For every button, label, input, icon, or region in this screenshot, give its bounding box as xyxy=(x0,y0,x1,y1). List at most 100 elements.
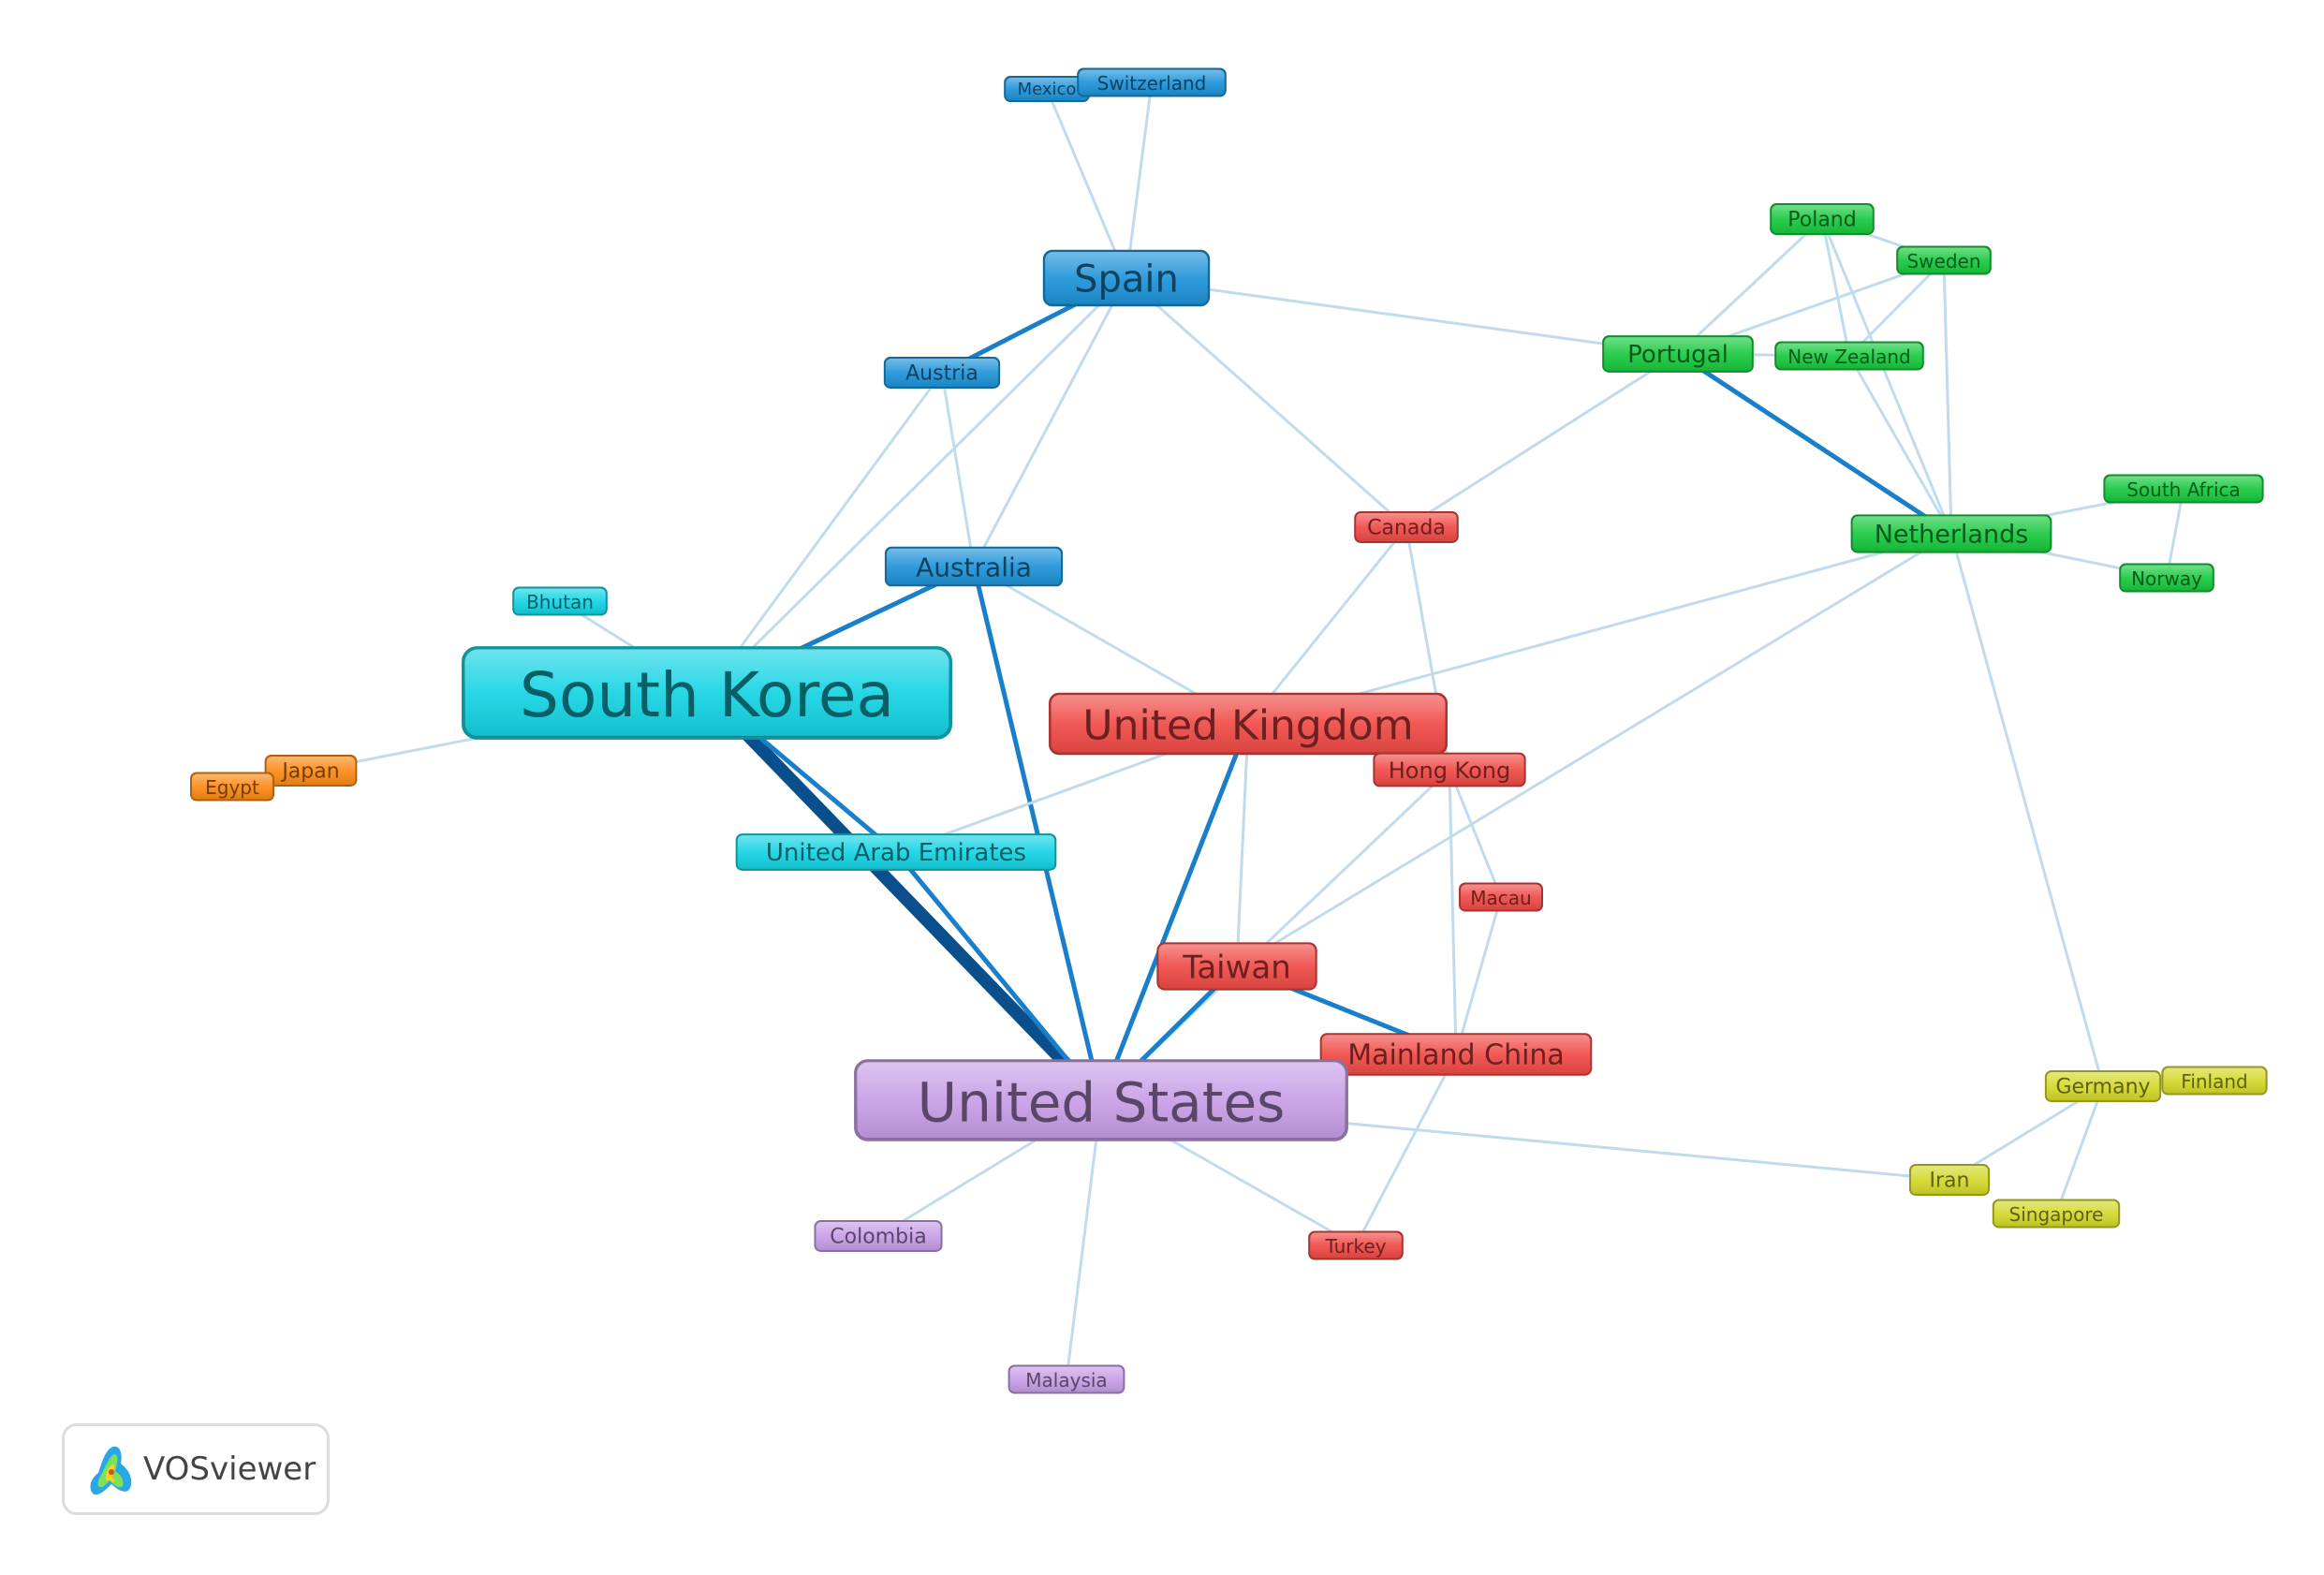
node-australia[interactable]: Australia xyxy=(884,546,1064,587)
edge-uae-us xyxy=(893,849,1104,1103)
node-gloss xyxy=(1045,252,1208,304)
vosviewer-logo-icon xyxy=(90,1446,132,1495)
node-label: Turkey xyxy=(1324,1235,1386,1258)
node-netherlands[interactable]: Netherlands xyxy=(1850,514,2052,553)
node-gloss xyxy=(2121,565,2213,591)
node-portugal[interactable]: Portugal xyxy=(1602,335,1754,373)
edge-portugal-netherlands xyxy=(1675,351,1954,537)
node-gloss xyxy=(856,1061,1346,1140)
edge-spain-south_korea xyxy=(705,276,1128,695)
node-spain[interactable]: Spain xyxy=(1042,249,1211,307)
node-label: Iran xyxy=(1930,1169,1970,1192)
edge-poland-netherlands xyxy=(1820,217,1953,536)
node-label: Germany xyxy=(2055,1075,2150,1098)
node-label: Netherlands xyxy=(1875,521,2029,550)
node-gloss xyxy=(1852,516,2051,552)
node-label: Singapore xyxy=(2009,1203,2104,1226)
edge-taiwan-netherlands xyxy=(1235,532,1953,968)
node-label: Hong Kong xyxy=(1389,758,1510,784)
node-germany[interactable]: Germany xyxy=(2044,1070,2162,1102)
node-macau[interactable]: Macau xyxy=(1459,882,1543,912)
edge-austria-australia xyxy=(940,371,976,568)
edge-hong_kong-mainland_china xyxy=(1448,768,1458,1056)
edge-poland-new_zealand xyxy=(1820,217,1851,358)
node-gloss xyxy=(1910,1166,1989,1194)
node-sweden[interactable]: Sweden xyxy=(1896,245,1992,275)
node-gloss xyxy=(2105,476,2262,502)
node-japan[interactable]: Japan xyxy=(264,755,358,787)
edge-us-malaysia xyxy=(1065,1098,1103,1381)
edge-spain-australia xyxy=(972,276,1128,568)
edge-south_korea-us xyxy=(700,686,1108,1107)
node-colombia[interactable]: Colombia xyxy=(814,1220,943,1252)
node-bhutan[interactable]: Bhutan xyxy=(512,586,608,616)
nodes-layer: Mexico SwitzerlandSpainAustriaAustraliaBh… xyxy=(190,67,2268,1394)
node-gloss xyxy=(1006,77,1088,101)
node-mainland-china[interactable]: Mainland China xyxy=(1319,1033,1593,1076)
node-gloss xyxy=(514,588,606,614)
node-label: South Korea xyxy=(520,659,894,731)
node-label: Colombia xyxy=(830,1225,926,1248)
node-gloss xyxy=(2046,1072,2160,1100)
vosviewer-badge: VOSviewer xyxy=(62,1423,330,1515)
node-turkey[interactable]: Turkey xyxy=(1308,1230,1404,1260)
node-gloss xyxy=(1375,754,1524,786)
node-gloss xyxy=(192,773,272,800)
node-mexico[interactable]: Mexico xyxy=(1004,75,1090,103)
node-malaysia[interactable]: Malaysia xyxy=(1008,1364,1125,1394)
node-gloss xyxy=(2163,1067,2266,1094)
node-label: Sweden xyxy=(1906,250,1980,272)
edge-macau-mainland_china xyxy=(1454,895,1503,1056)
node-uae[interactable]: United Arab Emirates xyxy=(735,833,1057,871)
node-poland[interactable]: Poland xyxy=(1770,203,1875,235)
edge-new_zealand-netherlands xyxy=(1847,354,1953,536)
node-label: Switzerland xyxy=(1097,72,1207,95)
node-gloss xyxy=(463,649,950,737)
node-label: Austria xyxy=(905,361,978,385)
edge-portugal-poland xyxy=(1676,217,1824,356)
edge-hong_kong-macau xyxy=(1448,768,1503,899)
node-label: Poland xyxy=(1787,208,1856,231)
edge-spain-mexico xyxy=(1045,87,1128,280)
node-taiwan[interactable]: Taiwan xyxy=(1156,942,1317,991)
node-singapore[interactable]: Singapore xyxy=(1992,1199,2121,1229)
node-gloss xyxy=(737,835,1055,869)
edge-uk-us xyxy=(1098,721,1251,1103)
node-label: Taiwan xyxy=(1182,949,1291,986)
node-austria[interactable]: Austria xyxy=(883,357,1001,389)
node-gloss xyxy=(1772,205,1873,233)
node-gloss xyxy=(886,548,1062,585)
node-gloss xyxy=(1009,1366,1124,1392)
edge-austria-south_korea xyxy=(705,371,944,695)
edge-canada-portugal xyxy=(1405,352,1680,529)
edge-uk-canada xyxy=(1246,525,1408,726)
edge-germany-singapore xyxy=(2054,1084,2105,1215)
node-finland[interactable]: Finland xyxy=(2161,1066,2268,1096)
node-gloss xyxy=(266,757,356,785)
edge-south_africa-norway xyxy=(2165,487,2185,580)
node-iran[interactable]: Iran xyxy=(1908,1164,1991,1196)
node-south-korea[interactable]: South Korea xyxy=(461,646,953,740)
node-gloss xyxy=(1993,1200,2119,1227)
node-gloss xyxy=(1356,513,1457,541)
node-hong-kong[interactable]: Hong Kong xyxy=(1373,752,1526,788)
node-switzerland[interactable]: Switzerland xyxy=(1077,67,1227,97)
node-label: Spain xyxy=(1074,258,1179,302)
node-label: United States xyxy=(918,1070,1286,1134)
node-gloss xyxy=(1158,944,1316,989)
node-gloss xyxy=(1051,695,1446,753)
node-egypt[interactable]: Egypt xyxy=(190,772,274,802)
node-label: Canada xyxy=(1367,516,1446,539)
node-south-africa[interactable]: South Africa xyxy=(2103,474,2264,504)
node-label: New Zealand xyxy=(1787,346,1910,368)
node-new-zealand[interactable]: New Zealand xyxy=(1774,341,1924,371)
node-uk[interactable]: United Kingdom xyxy=(1049,692,1448,756)
node-norway[interactable]: Norway xyxy=(2119,563,2214,593)
edge-netherlands-germany xyxy=(1949,532,2105,1088)
node-us[interactable]: United States xyxy=(854,1059,1348,1141)
node-label: Portugal xyxy=(1627,341,1728,369)
node-label: Mainland China xyxy=(1347,1039,1565,1072)
node-canada[interactable]: Canada xyxy=(1354,511,1459,543)
